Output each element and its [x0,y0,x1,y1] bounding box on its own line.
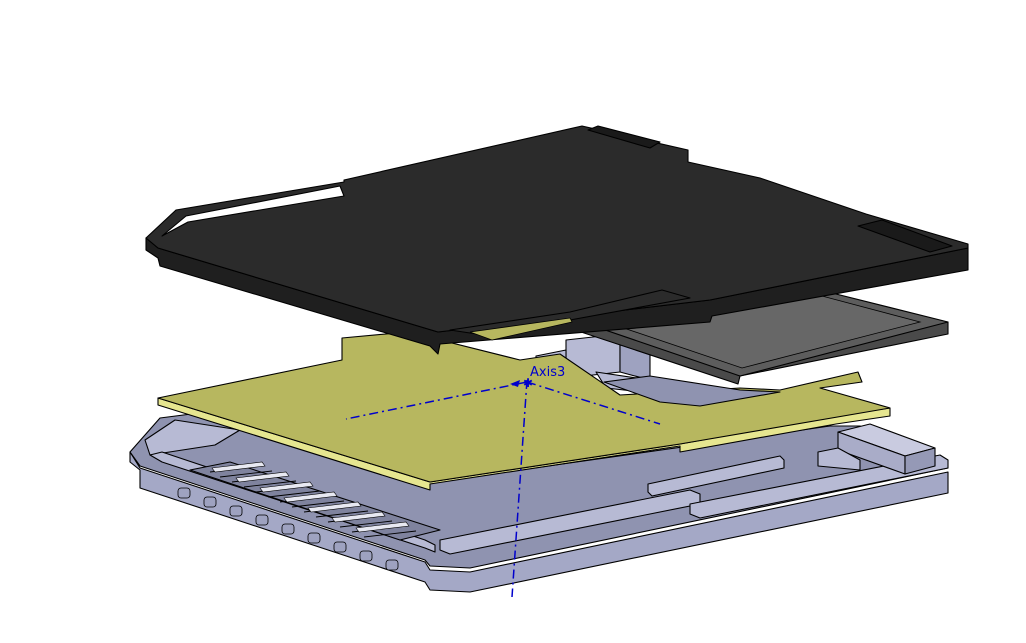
guide-rail-right [689,454,949,519]
axis-origin-mark-icon: ✱ [523,376,533,390]
axis-label: Axis3 [530,365,565,380]
axis-line-vertical [511,379,528,598]
housing-front-face [129,451,949,593]
guide-rail-center [647,455,785,497]
cover-window-pcb [469,317,573,341]
cover-notch-right [857,219,953,253]
housing-left-rim [144,419,241,456]
small-block [817,447,861,471]
pcb-cutout [603,375,781,407]
pcb-part[interactable] [157,331,891,491]
axis-line-left [345,381,528,420]
axis-line-right [526,381,661,425]
axis3-reference[interactable]: ✱ Axis3 [345,365,661,598]
pin-feet [177,487,399,571]
cover-part[interactable] [145,125,969,355]
corner-block-side [904,447,936,475]
contact-pin-bands [211,461,410,533]
pcb-top-surface [157,331,891,483]
contact-slot [189,461,441,541]
cover-slot-rear [587,125,661,149]
cover-slot-left [161,185,345,237]
axis-arrow-icon [510,380,520,387]
